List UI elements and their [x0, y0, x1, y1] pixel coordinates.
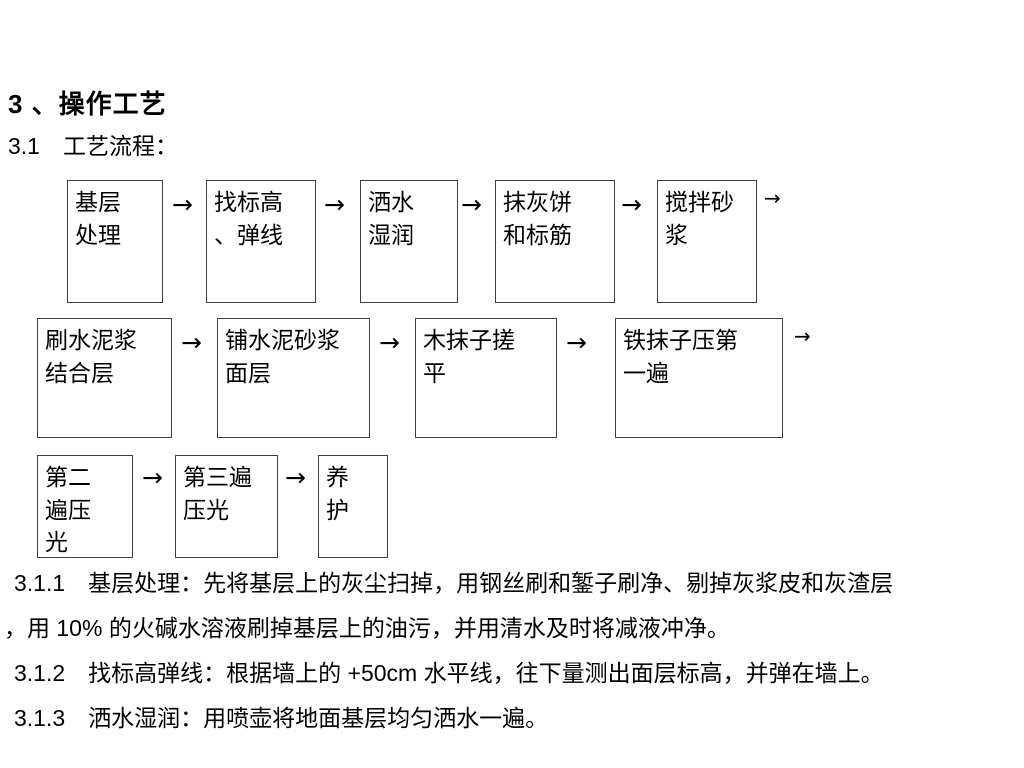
flow-step-box: 铺水泥砂浆 面层: [217, 318, 370, 438]
arrow-right-icon: →: [794, 324, 811, 348]
body-paragraphs: 3.1.1 基层处理：先将基层上的灰尘扫掉，用钢丝刷和錾子刷净、剔掉灰浆皮和灰渣…: [4, 561, 1018, 741]
page-title: 3 、操作工艺: [8, 89, 167, 119]
flow-step-box: 洒水 湿润: [360, 180, 458, 303]
flow-step-box: 找标高 、弹线: [206, 180, 316, 303]
flow-step-box: 基层 处理: [67, 180, 163, 303]
flow-step-box: 第二 遍压 光: [37, 455, 133, 558]
arrow-right-icon: →: [621, 190, 642, 219]
flow-step-box: 养 护: [318, 455, 388, 558]
section-heading: 3.1 工艺流程：: [8, 133, 178, 159]
flow-step-box: 刷水泥浆 结合层: [37, 318, 172, 438]
paragraph-line: 3.1.2 找标高弹线：根据墙上的 +50cm 水平线，往下量测出面层标高，并弹…: [14, 660, 884, 686]
flow-step-box: 铁抹子压第 一遍: [615, 318, 783, 438]
paragraph-line: 3.1.3 洒水湿润：用喷壶将地面基层均匀洒水一遍。: [14, 705, 549, 731]
flow-step-box: 抹灰饼 和标筋: [495, 180, 615, 303]
arrow-right-icon: →: [181, 328, 202, 357]
arrow-right-icon: →: [566, 328, 587, 357]
arrow-right-icon: →: [764, 186, 781, 210]
arrow-right-icon: →: [285, 463, 306, 492]
flow-step-box: 第三遍 压光: [175, 455, 278, 558]
flow-step-box: 搅拌砂 浆: [657, 180, 757, 303]
paragraph-line: ，用 10% 的火碱水溶液刷掉基层上的油污，并用清水及时将减液冲净。: [4, 615, 730, 641]
paragraph-line: 3.1.1 基层处理：先将基层上的灰尘扫掉，用钢丝刷和錾子刷净、剔掉灰浆皮和灰渣…: [14, 570, 894, 596]
arrow-right-icon: →: [379, 328, 400, 357]
flow-step-box: 木抹子搓 平: [415, 318, 557, 438]
arrow-right-icon: →: [324, 190, 345, 219]
arrow-right-icon: →: [142, 463, 163, 492]
arrow-right-icon: →: [461, 190, 482, 219]
arrow-right-icon: →: [172, 190, 193, 219]
